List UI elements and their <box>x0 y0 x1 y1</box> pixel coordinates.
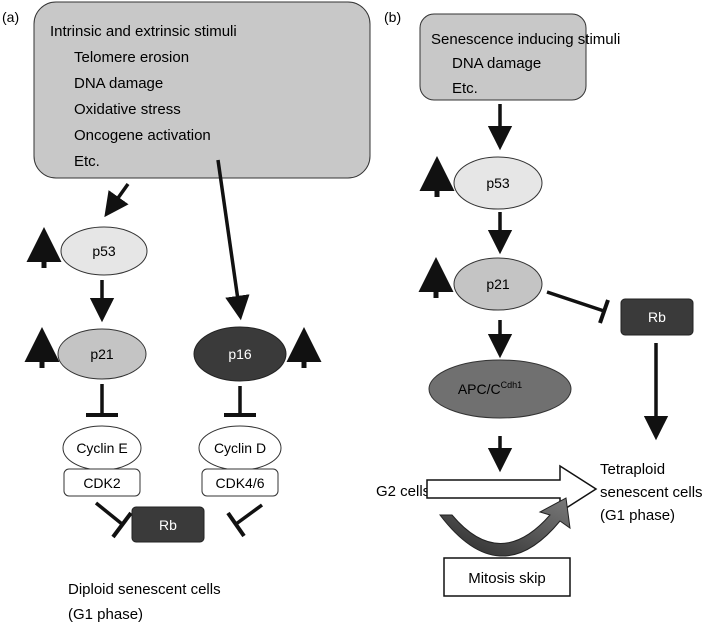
panel-b-p21-node: p21 <box>453 257 543 311</box>
panel-a-p21-node: p21 <box>57 328 147 380</box>
panel-b-p53-node: p53 <box>453 156 543 210</box>
panel-b-apc-sup: Cdh1 <box>501 380 523 390</box>
panel-b-p53-label: p53 <box>486 175 510 191</box>
panel-b-rb-node: Rb <box>620 298 694 336</box>
panel-b-outcome-line1: Tetraploid <box>600 461 665 478</box>
panel-a-stimuli-title: Intrinsic and extrinsic stimuli <box>50 23 237 40</box>
panel-a-p53-label: p53 <box>92 243 116 259</box>
panel-a-p53-node: p53 <box>60 226 148 276</box>
panel-a-cyclin-e-node: Cyclin E <box>62 425 142 471</box>
inhibit-b-p21-rb <box>546 290 610 324</box>
panel-b-stimuli-item-1: DNA damage <box>452 55 541 72</box>
panel-b-apc-label: APC/CCdh1 <box>458 380 522 397</box>
panel-a-stimuli-item-1: Telomere erosion <box>74 49 189 66</box>
panel-a-rb-label: Rb <box>159 517 177 533</box>
panel-a-cdk2-node: CDK2 <box>63 468 141 497</box>
panel-a-rb-node: Rb <box>131 506 205 543</box>
arrow-stimuli-to-p16 <box>216 159 250 321</box>
panel-a-p16-label: p16 <box>228 346 252 362</box>
panel-a-outcome-line1: Diploid senescent cells <box>68 581 221 598</box>
inhibit-cdk2-rb <box>94 501 133 539</box>
arrow-stimuli-to-p53 <box>104 182 130 218</box>
panel-a-stimuli-item-3: Oxidative stress <box>74 101 181 118</box>
panel-a-stimuli-item-5: Etc. <box>74 153 100 170</box>
panel-a-stimuli-item-4: Oncogene activation <box>74 127 211 144</box>
panel-b-g2-cells: G2 cells <box>376 483 430 500</box>
panel-b-stimuli-title: Senescence inducing stimuli <box>431 31 620 48</box>
panel-b-outcome-line3: (G1 phase) <box>600 507 675 524</box>
panel-a-p21-label: p21 <box>90 346 114 362</box>
panel-a-cyclin-e-label: Cyclin E <box>76 440 127 456</box>
panel-b-p21-label: p21 <box>486 276 510 292</box>
panel-b-outcome-line2: senescent cells <box>600 484 703 501</box>
panel-b-mitosis-skip-label: Mitosis skip <box>468 570 546 587</box>
inhibit-cdk46-rb <box>226 503 264 538</box>
panel-a-label: (a) <box>2 9 19 25</box>
panel-a-cyclin-d-label: Cyclin D <box>214 440 266 456</box>
panel-a-cdk46-node: CDK4/6 <box>201 468 279 497</box>
panel-b-mitosis-skip-box: Mitosis skip <box>443 557 571 597</box>
inhibit-p21-cyclin-e <box>86 384 118 417</box>
g2-progression-arrow-icon <box>426 464 598 514</box>
panel-b-apc-node: APC/CCdh1 <box>428 359 572 419</box>
panel-b-label: (b) <box>384 9 401 25</box>
panel-a-stimuli-item-2: DNA damage <box>74 75 163 92</box>
panel-b-apc-main: APC/C <box>458 381 501 397</box>
panel-a-cdk46-label: CDK4/6 <box>215 475 264 491</box>
inhibit-p16-cyclin-d <box>224 386 256 417</box>
panel-b-stimuli-item-2: Etc. <box>452 80 478 97</box>
panel-b-rb-label: Rb <box>648 309 666 325</box>
panel-a-cdk2-label: CDK2 <box>83 475 121 491</box>
panel-a-outcome-line2: (G1 phase) <box>68 606 143 623</box>
panel-b-stimuli-box: Senescence inducing stimuli DNA damage E… <box>419 13 620 101</box>
panel-a-stimuli-box: Intrinsic and extrinsic stimuli Telomere… <box>33 1 371 179</box>
panel-a-cyclin-d-node: Cyclin D <box>198 425 282 471</box>
panel-a-p16-node: p16 <box>193 326 287 382</box>
mitosis-skip-curved-arrow-icon <box>438 497 571 557</box>
